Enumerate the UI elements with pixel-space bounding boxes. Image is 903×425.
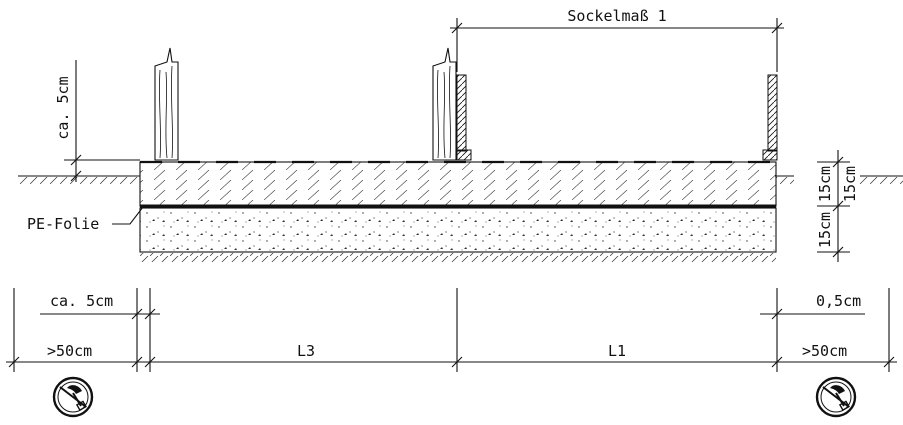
slab-upper-layer xyxy=(139,161,777,207)
wood-post-left xyxy=(154,47,179,161)
slab-lower-layer xyxy=(139,207,777,253)
ca5cm-horizontal-label: ca. 5cm xyxy=(50,292,113,310)
sockelmass-label: Sockelmaß 1 xyxy=(567,7,666,25)
pe-foil-callout: PE-Folie xyxy=(27,206,144,233)
layer-bottom-15cm-label: 15cm xyxy=(816,212,834,248)
no-digging-icon xyxy=(815,376,857,418)
dimension-sockelmass: Sockelmaß 1 xyxy=(450,7,784,72)
min50cm-right-label: >50cm xyxy=(802,342,847,360)
half-cm-label: 0,5cm xyxy=(816,292,861,310)
subsoil xyxy=(140,253,776,262)
dimension-layer-thickness: 15cm 15cm 15cm xyxy=(816,150,859,262)
ca5cm-vertical-label: ca. 5cm xyxy=(54,76,72,139)
layer-total-15cm-label: 15cm xyxy=(841,166,859,202)
dimension-post-embed: ca. 5cm xyxy=(54,60,140,182)
ground-left xyxy=(18,175,140,184)
min50cm-left-label: >50cm xyxy=(47,342,92,360)
pe-folie-label: PE-Folie xyxy=(27,215,99,233)
l1-label: L1 xyxy=(608,342,626,360)
layer-top-15cm-label: 15cm xyxy=(816,166,834,202)
formwork-board-right xyxy=(762,74,778,161)
wood-post-middle xyxy=(432,47,457,161)
ground-right xyxy=(775,175,903,184)
dimension-bottom: ca. 5cm 0,5cm >50cm L3 L1 >50cm xyxy=(6,288,897,372)
formwork-board-left xyxy=(456,74,472,161)
no-digging-icon xyxy=(52,376,94,418)
l3-label: L3 xyxy=(297,342,315,360)
